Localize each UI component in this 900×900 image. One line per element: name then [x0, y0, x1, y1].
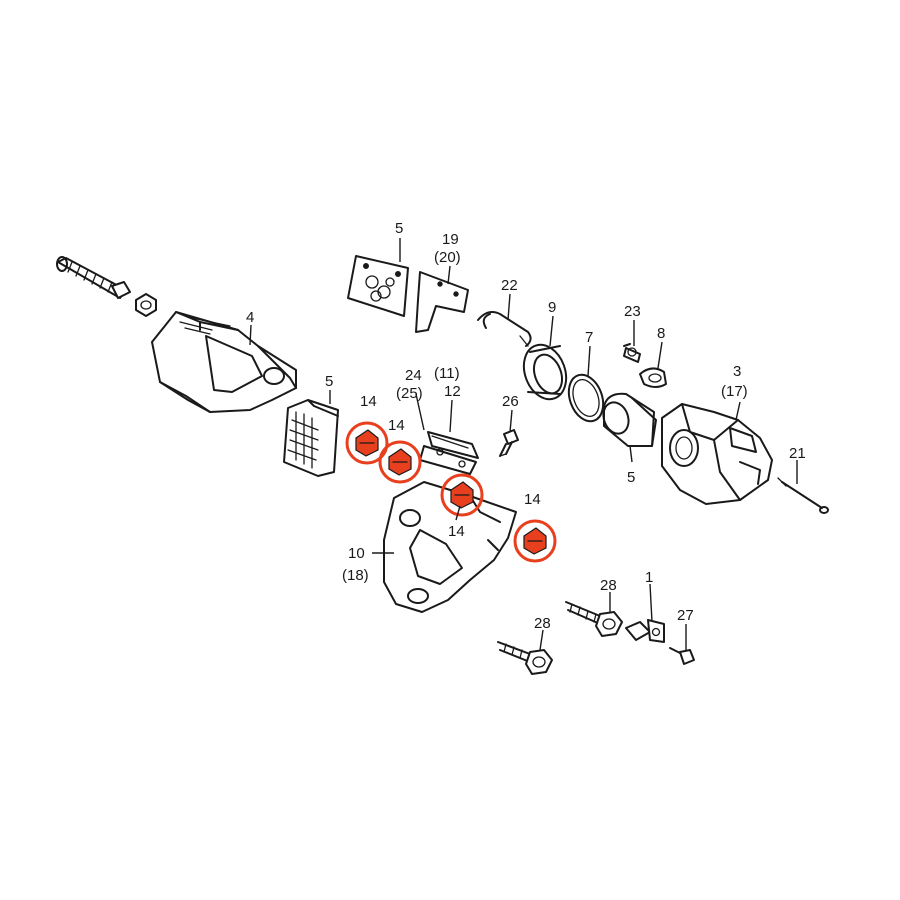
label-4: 4 — [246, 309, 254, 326]
label-14-a: 14 — [360, 393, 377, 410]
label-7: 7 — [585, 329, 593, 346]
label-18: (18) — [342, 567, 369, 584]
leader-lines — [249, 238, 798, 651]
bleed-cap — [639, 367, 667, 388]
flange-bolt-lower — [497, 641, 553, 675]
small-bolt — [669, 647, 695, 665]
label-5-left: 5 — [325, 373, 333, 390]
bleed-valve — [623, 343, 641, 363]
label-22: 22 — [501, 277, 518, 294]
label-20: (20) — [434, 249, 461, 266]
label-17: (17) — [721, 383, 748, 400]
flange-bolt-upper — [565, 601, 623, 637]
label-25: (25) — [396, 385, 423, 402]
piston-seal — [567, 373, 605, 423]
pad-spring-plate — [415, 271, 469, 333]
label-28-lower: 28 — [534, 615, 551, 632]
label-12: 12 — [444, 383, 461, 400]
bracket-clip — [625, 619, 665, 643]
caliper-bracket — [383, 481, 517, 613]
label-5-top: 5 — [395, 220, 403, 237]
label-21: 21 — [789, 445, 806, 462]
label-11: (11) — [434, 365, 460, 382]
label-10: 10 — [348, 545, 365, 562]
boot-14-d — [513, 519, 557, 563]
caliper-body-right — [661, 403, 773, 505]
highlight-ring — [440, 473, 484, 517]
caliper-body-left — [151, 311, 297, 413]
label-26: 26 — [502, 393, 519, 410]
highlight-ring — [513, 519, 557, 563]
highlight-ring — [378, 440, 422, 484]
piston — [602, 392, 657, 447]
label-9: 9 — [548, 299, 556, 316]
label-14-b: 14 — [388, 417, 405, 434]
retainer-bolt — [499, 429, 519, 457]
label-14-d: 14 — [524, 491, 541, 508]
boot-14-c — [440, 473, 484, 517]
label-24: 24 — [405, 367, 422, 384]
dust-seal — [522, 343, 568, 401]
label-23: 23 — [624, 303, 641, 320]
label-28-upper: 28 — [600, 577, 617, 594]
label-3: 3 — [733, 363, 741, 380]
label-19: 19 — [442, 231, 459, 248]
small-nut — [135, 293, 157, 317]
brake-pad-top — [347, 255, 409, 317]
pad-pin — [777, 477, 829, 514]
highlight-ring — [345, 421, 389, 465]
label-27: 27 — [677, 607, 694, 624]
boot-14-b — [378, 440, 422, 484]
slide-pin-bolt — [56, 256, 131, 299]
label-14-c: 14 — [448, 523, 465, 540]
callout-labels: 4 5 19 (20) 22 9 23 8 7 3 (17) 5 (11) 24… — [246, 220, 806, 632]
boot-14-a — [345, 421, 389, 465]
spring-clip — [477, 311, 532, 347]
label-5-right: 5 — [627, 469, 635, 486]
brake-pad-left — [283, 399, 339, 477]
pad-retainer — [419, 431, 479, 475]
label-8: 8 — [657, 325, 665, 342]
label-1: 1 — [645, 569, 653, 586]
